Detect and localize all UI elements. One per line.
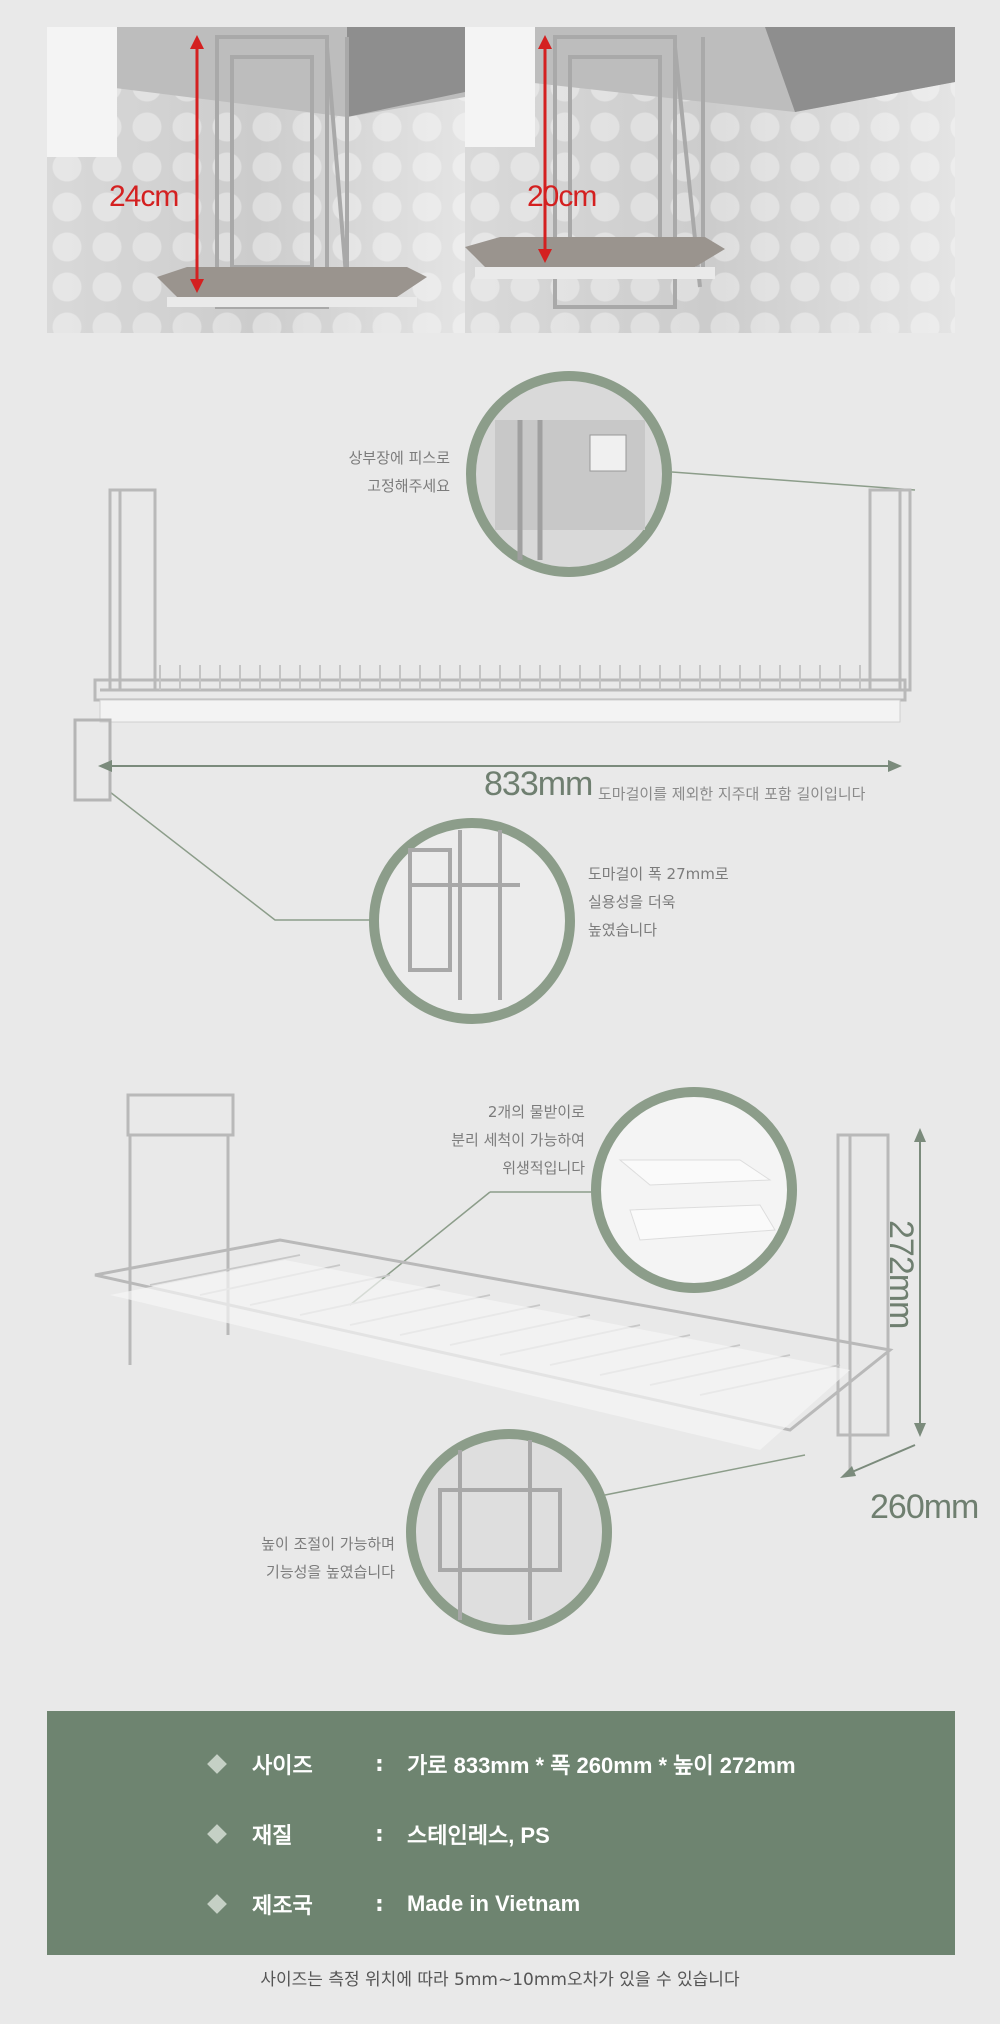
callout-mount: 상부장에 피스로 고정해주세요 <box>340 444 450 500</box>
callout-line: 높였습니다 <box>588 921 658 939</box>
spec-colon: : <box>375 1891 384 1917</box>
callout-line: 분리 세척이 가능하여 <box>451 1131 585 1149</box>
rack-photo-drawing <box>47 27 465 309</box>
diamond-bullet-icon <box>207 1894 227 1914</box>
diamond-bullet-icon <box>207 1824 227 1844</box>
callout-line: 위생적입니다 <box>502 1159 585 1177</box>
height-label-24cm: 24cm <box>109 180 179 213</box>
callout-tray: 2개의 물받이로 분리 세척이 가능하여 위생적입니다 <box>420 1098 585 1182</box>
callout-line: 기능성을 높였습니다 <box>266 1563 395 1581</box>
height-label-20cm: 20cm <box>527 180 597 213</box>
spec-label: 제조국 <box>252 1894 313 1919</box>
spec-value: 가로 833mm * 폭 260mm * 높이 272mm <box>407 1753 796 1778</box>
spec-label: 재질 <box>252 1824 293 1849</box>
spec-value: Made in Vietnam <box>407 1891 581 1916</box>
callout-line: 상부장에 피스로 <box>348 449 450 467</box>
spec-colon: : <box>375 1751 384 1777</box>
width-note: 도마걸이를 제외한 지주대 포함 길이입니다 <box>598 785 866 803</box>
install-photo-24cm: 24cm <box>47 27 465 333</box>
install-photo-20cm: 20cm <box>465 27 955 333</box>
callout-line: 고정해주세요 <box>367 477 450 495</box>
callout-line: 도마걸이 폭 27mm로 <box>588 865 729 883</box>
spec-row-origin: 제조국 : Made in Vietnam <box>47 1884 955 1924</box>
spec-row-size: 사이즈 : 가로 833mm * 폭 260mm * 높이 272mm <box>47 1744 955 1784</box>
width-dimension: 833mm <box>484 765 593 803</box>
rack-photo-drawing <box>465 27 955 309</box>
callout-line: 실용성을 더욱 <box>588 893 676 911</box>
spec-box: 사이즈 : 가로 833mm * 폭 260mm * 높이 272mm 재질 :… <box>47 1711 955 1955</box>
height-dimension: 272mm <box>882 1220 920 1329</box>
spec-row-material: 재질 : 스테인레스, PS <box>47 1814 955 1854</box>
spec-label: 사이즈 <box>252 1754 313 1779</box>
callout-line: 2개의 물받이로 <box>487 1103 585 1121</box>
spec-value: 스테인레스, PS <box>407 1823 550 1848</box>
tray-closeup-ring <box>591 1087 797 1293</box>
callout-height-adjust: 높이 조절이 가능하며 기능성을 높였습니다 <box>225 1530 395 1586</box>
depth-dimension: 260mm <box>870 1488 979 1526</box>
callout-hook: 도마걸이 폭 27mm로 실용성을 더욱 높였습니다 <box>588 860 729 944</box>
rack-front-view <box>73 371 916 1024</box>
measurement-footnote: 사이즈는 측정 위치에 따라 5mm~10mm오차가 있을 수 있습니다 <box>260 1970 740 1990</box>
diamond-bullet-icon <box>207 1754 227 1774</box>
hook-closeup-ring <box>369 818 575 1024</box>
callout-line: 높이 조절이 가능하며 <box>261 1535 395 1553</box>
spec-colon: : <box>375 1821 384 1847</box>
rack-perspective-view <box>94 1087 926 1635</box>
